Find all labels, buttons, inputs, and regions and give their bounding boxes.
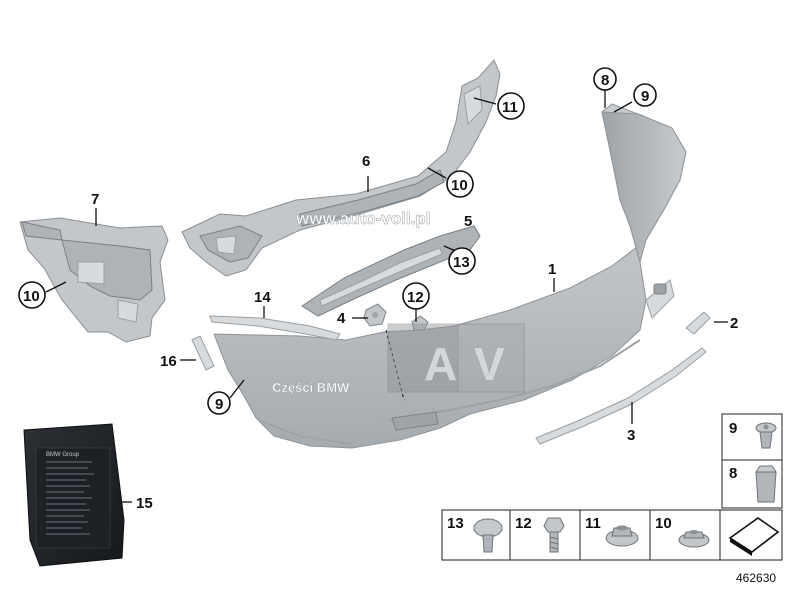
callout-10-left: 10 [23, 288, 40, 305]
package-brand-label: BMW Group [46, 452, 80, 458]
hardware-box-13-label: 13 [447, 515, 464, 532]
dashed-guide-line [385, 329, 405, 401]
callout-9-top: 9 [641, 88, 649, 105]
callout-1: 1 [548, 261, 556, 278]
part-13-lower-carrier [301, 225, 481, 317]
hex-bolt-icon [543, 517, 565, 553]
watermark-letter-a: A [424, 338, 457, 390]
part-14-trim-strip [209, 315, 341, 341]
part-1-bumper-cover [213, 103, 687, 449]
push-clip-icon [755, 422, 777, 449]
callout-12: 12 [407, 289, 424, 306]
callout-5: 5 [464, 213, 472, 230]
watermark-letter-v: V [474, 338, 505, 390]
bracket-symbol-icon [728, 517, 780, 556]
hardware-panel: 9 8 13 12 11 [441, 413, 783, 561]
package-text-lines [46, 461, 94, 535]
watermark-brand-text: Części BMW [272, 380, 350, 395]
flange-nut-small-icon [678, 530, 710, 548]
hardware-box-8-label: 8 [729, 465, 737, 482]
callout-9-left: 9 [215, 396, 223, 413]
callout-14: 14 [254, 289, 271, 306]
leader-lines [45, 90, 728, 503]
callout-4: 4 [337, 310, 346, 327]
expanding-nut-icon [755, 465, 777, 503]
watermark-logo: A V [387, 323, 525, 393]
callout-3: 3 [627, 427, 635, 444]
plug-rivet-icon [473, 518, 503, 553]
callout-8: 8 [601, 72, 609, 89]
callout-labels: 1 2 3 4 5 6 7 14 15 16 8 9 9 10 10 11 12… [18, 67, 738, 512]
flange-nut-icon [605, 525, 639, 547]
part-4-clip [363, 303, 387, 327]
callout-15: 15 [136, 495, 153, 512]
part-6-upper-carrier [181, 59, 501, 277]
hardware-box-13 [441, 509, 511, 561]
callout-2: 2 [730, 315, 738, 332]
part-3-lower-trim-strip [535, 347, 707, 445]
watermark-url-text: www.auto-voll.pl [295, 209, 430, 228]
callout-7: 7 [91, 191, 99, 208]
hardware-box-9-label: 9 [729, 420, 737, 437]
callout-10-mid: 10 [451, 177, 468, 194]
part-16-left-reflector [191, 335, 215, 371]
part-15-adhesive-kit: BMW Group [23, 423, 125, 567]
hardware-box-12 [509, 509, 581, 561]
callout-6: 6 [362, 153, 370, 170]
callout-13: 13 [453, 254, 470, 271]
hardware-box-12-label: 12 [515, 515, 532, 532]
callout-16: 16 [160, 353, 177, 370]
diagram-reference-number: 462630 [736, 571, 776, 585]
part-7-left-bracket [19, 217, 169, 343]
hardware-box-11-label: 11 [585, 515, 601, 532]
callout-11: 11 [502, 99, 518, 116]
part-2-right-reflector [685, 311, 711, 335]
hardware-box-10-label: 10 [655, 515, 672, 532]
